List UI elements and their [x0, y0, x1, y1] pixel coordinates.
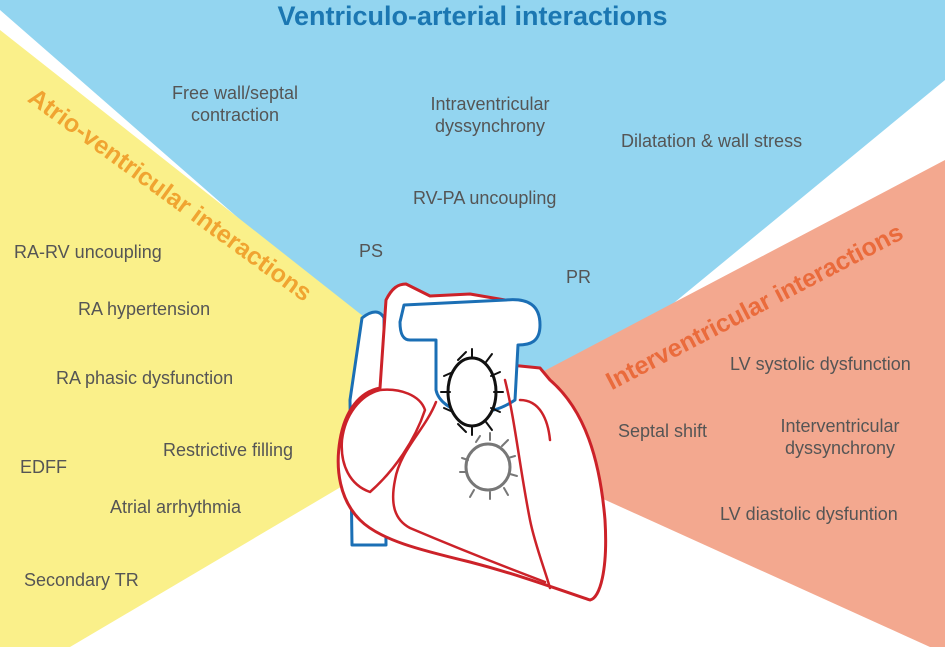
ventriculo-arterial-region	[0, 0, 945, 450]
label-dilatation-wall-stress: Dilatation & wall stress	[621, 131, 803, 151]
label-ra-rv-uncoupling: RA-RV uncoupling	[14, 242, 162, 262]
label-line: dyssynchrony	[784, 438, 896, 458]
label-restrictive-filling: Restrictive filling	[163, 440, 294, 460]
label-atrial-arrhythmia: Atrial arrhythmia	[110, 497, 242, 517]
label-ra-phasic-dysfunction: RA phasic dysfunction	[56, 368, 234, 388]
right-ventricle-inner	[391, 400, 547, 584]
label-intraventricular-dyssynchrony: Intraventricular dyssynchrony	[420, 93, 560, 137]
left-ventricle-inner	[518, 398, 552, 442]
label-edff: EDFF	[20, 457, 67, 477]
label-septal-shift: Septal shift	[618, 421, 708, 441]
label-ra-hypertension: RA hypertension	[78, 299, 211, 319]
ra-chamber	[340, 388, 427, 494]
label-ps: PS	[359, 241, 384, 261]
label-line: contraction	[190, 105, 280, 125]
septum-line	[503, 378, 552, 590]
label-free-wall-septal-contraction: Free wall/septal contraction	[165, 82, 305, 126]
heart-anatomy-icon	[336, 282, 608, 602]
label-rv-pa-uncoupling: RV-PA uncoupling	[413, 188, 557, 208]
interventricular-region	[470, 160, 945, 647]
atrio-ventricular-region	[0, 30, 395, 647]
pulmonary-valve-icon	[446, 356, 498, 428]
label-lv-systolic-dysfunction: LV systolic dysfunction	[730, 354, 911, 374]
label-interventricular-dyssynchrony: Interventricular dyssynchrony	[765, 415, 915, 459]
label-line: Interventricular	[780, 416, 900, 436]
label-secondary-tr: Secondary TR	[24, 570, 139, 590]
tricuspid-valve-ticks	[459, 432, 518, 500]
label-pr: PR	[566, 267, 592, 287]
label-lv-diastolic-dysfunction: LV diastolic dysfuntion	[720, 504, 898, 524]
ventriculo-arterial-title: Ventriculo-arterial interactions	[277, 1, 668, 31]
label-line: Free wall/septal	[171, 83, 299, 103]
pulmonary-valve-ticks	[440, 348, 504, 436]
tricuspid-valve-icon	[464, 442, 512, 492]
label-line: Intraventricular	[430, 94, 550, 114]
label-line: dyssynchrony	[434, 116, 546, 136]
